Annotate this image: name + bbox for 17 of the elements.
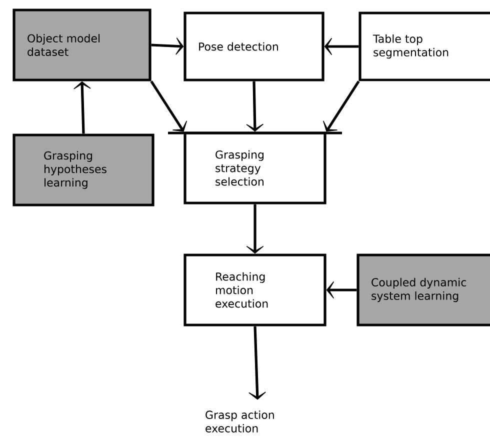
arrow (248, 326, 266, 400)
arrow (246, 81, 264, 132)
arrow (246, 204, 264, 254)
process-box: Table top segmentation (358, 12, 490, 82)
end-label: Grasp action execution (206, 410, 274, 432)
arrow (151, 37, 184, 55)
arrow (74, 81, 91, 134)
process-box: Grasping hypotheses learning (12, 134, 154, 206)
process-box: Coupled dynamic system learning (356, 254, 490, 326)
arrow (150, 80, 188, 132)
process-box: Grasping strategy selection (168, 132, 342, 204)
process-box: Object model dataset (12, 8, 152, 82)
arrow (326, 281, 357, 299)
process-box: Reaching motion execution (184, 254, 326, 326)
arrow (324, 38, 359, 56)
arrow (322, 80, 360, 132)
process-box: Pose detection (184, 12, 324, 82)
